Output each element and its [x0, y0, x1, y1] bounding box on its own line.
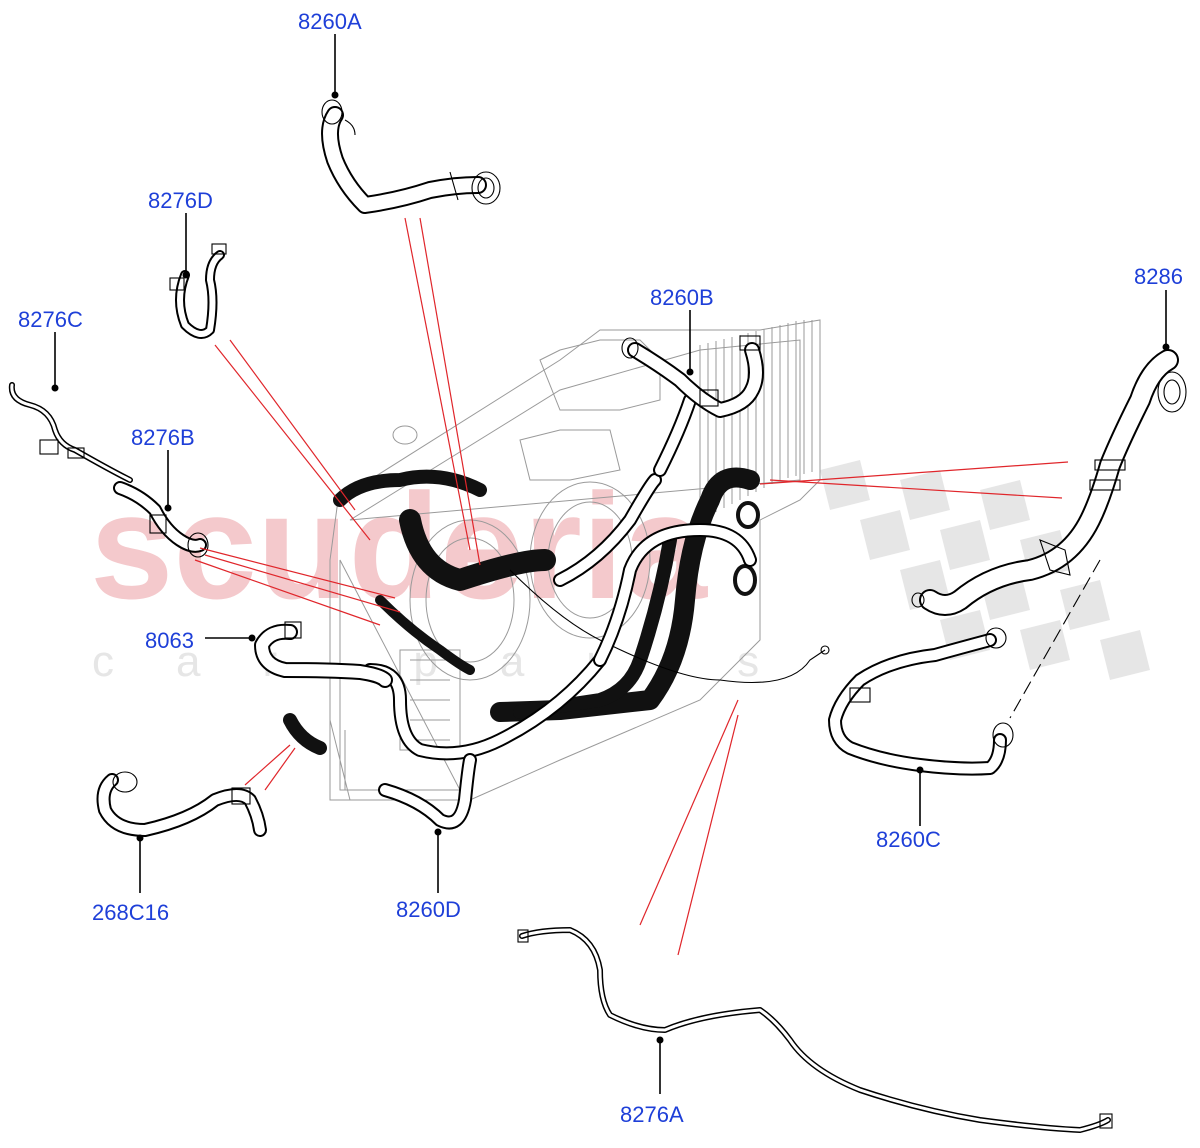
part-8276A-pipe	[517, 927, 1113, 1133]
part-8260C-hose	[828, 627, 1014, 776]
part-268C16-hose	[96, 771, 267, 837]
part-8286-hose	[911, 349, 1187, 719]
part-8276D-hose	[169, 243, 227, 339]
callout-8260C[interactable]: 8260C	[876, 827, 941, 852]
callout-leaders	[51, 34, 1170, 1094]
callout-8276C[interactable]: 8276C	[18, 307, 83, 332]
part-8276B-hose	[113, 481, 209, 558]
assembled-hoses	[283, 393, 830, 830]
part-8260B-hose	[621, 335, 764, 418]
callout-8276A[interactable]: 8276A	[620, 1102, 684, 1127]
callout-8276B[interactable]: 8276B	[131, 425, 195, 450]
callout-8286[interactable]: 8286	[1134, 264, 1183, 289]
part-8063-hose	[254, 621, 393, 688]
callout-8276D[interactable]: 8276D	[148, 188, 213, 213]
part-8260A-hose	[321, 99, 501, 214]
callout-labels: 8260A 8276D 8276C 8276B 8260B 8286 8063 …	[18, 9, 1183, 1127]
callout-268C16[interactable]: 268C16	[92, 900, 169, 925]
callout-8063[interactable]: 8063	[145, 628, 194, 653]
part-8276C-pipe	[8, 382, 133, 483]
radiator-fins	[699, 320, 813, 520]
callout-8260A[interactable]: 8260A	[298, 9, 362, 34]
callout-8260D[interactable]: 8260D	[396, 897, 461, 922]
callout-8260B[interactable]: 8260B	[650, 285, 714, 310]
red-pointer-lines	[194, 217, 1069, 956]
